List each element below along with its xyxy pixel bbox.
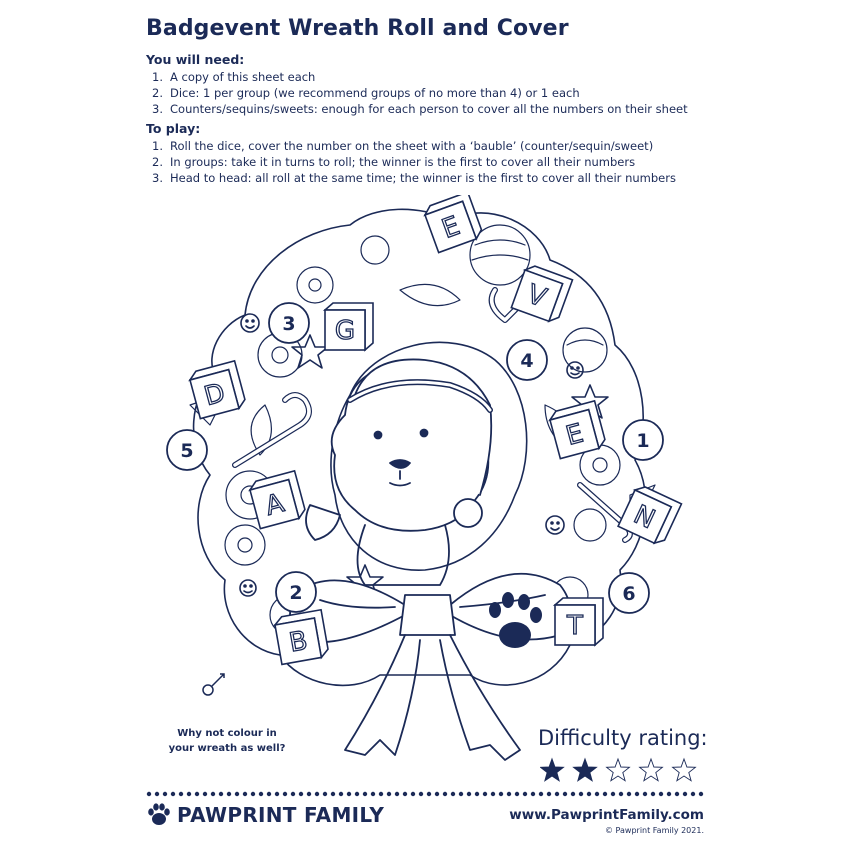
star-empty-icon: [671, 757, 697, 782]
number-circle: 1: [622, 419, 664, 461]
brand-logo: PAWPRINT FAMILY: [146, 803, 384, 827]
website-link[interactable]: www.PawprintFamily.com: [509, 807, 704, 823]
pen-icon: [202, 673, 225, 696]
smiley-icon: [240, 313, 260, 333]
circle-number: 2: [289, 582, 302, 604]
list-number: 2.: [152, 155, 163, 169]
list-item: 1. Roll the dice, cover the number on the…: [152, 138, 676, 154]
letter-block: E: [548, 399, 606, 460]
letter-block: V: [510, 265, 574, 323]
colour-in-note-line1: Why not colour in: [177, 728, 277, 739]
difficulty-label: Difficulty rating:: [538, 726, 708, 750]
letter-block: B: [273, 608, 329, 666]
difficulty-rating: [540, 757, 697, 782]
copyright-text: © Pawprint Family 2021.: [605, 826, 704, 835]
list-item: 3. Head to head: all roll at the same tim…: [152, 170, 676, 186]
page-title: Badgevent Wreath Roll and Cover: [146, 16, 569, 41]
brand-name: PAWPRINT FAMILY: [177, 803, 385, 827]
star-filled-icon: [540, 757, 565, 782]
list-text: Roll the dice, cover the number on the s…: [170, 139, 654, 153]
circle-number: 5: [180, 440, 193, 462]
colour-in-note: Why not colour in your wreath as well?: [162, 726, 292, 756]
list-item: 3. Counters/sequins/sweets: enough for ea…: [152, 101, 688, 117]
list-text: Head to head: all roll at the same time;…: [170, 171, 676, 185]
circle-number: 4: [520, 350, 533, 372]
letter-block: T: [552, 597, 604, 647]
list-text: Counters/sequins/sweets: enough for each…: [170, 102, 688, 116]
dotted-divider: [146, 791, 704, 797]
list-number: 2.: [152, 86, 163, 100]
letter-block: G: [322, 302, 374, 352]
circle-number: 6: [622, 583, 635, 605]
list-item: 1. A copy of this sheet each: [152, 69, 688, 85]
number-circle: 2: [275, 571, 317, 613]
number-circle: 4: [506, 339, 548, 381]
list-text: A copy of this sheet each: [170, 70, 316, 84]
paw-icon: [148, 803, 170, 825]
to-play-list: 1. Roll the dice, cover the number on the…: [152, 138, 676, 186]
list-text: In groups: take it in turns to roll; the…: [170, 155, 636, 169]
number-circle: 3: [268, 302, 310, 344]
list-text: Dice: 1 per group (we recommend groups o…: [170, 86, 580, 100]
list-item: 2. In groups: take it in turns to roll; t…: [152, 154, 676, 170]
you-will-need-heading: You will need:: [146, 52, 245, 67]
block-letter: G: [335, 316, 355, 346]
letter-block: N: [617, 486, 683, 545]
you-will-need-list: 1. A copy of this sheet each 2. Dice: 1 pe…: [152, 69, 688, 117]
letter-block: D: [188, 359, 246, 420]
star-empty-icon: [605, 757, 631, 782]
paw-icon: [489, 592, 542, 648]
star-empty-icon: [638, 757, 664, 782]
letter-block: A: [248, 469, 306, 530]
number-circle: 5: [166, 429, 208, 471]
block-letter: T: [566, 611, 583, 641]
smiley-icon: [545, 515, 565, 535]
colour-in-note-line2: your wreath as well?: [168, 743, 286, 754]
smiley-icon: [239, 579, 257, 597]
to-play-heading: To play:: [146, 121, 201, 136]
list-item: 2. Dice: 1 per group (we recommend groups…: [152, 85, 688, 101]
list-number: 1.: [152, 70, 163, 84]
number-circles: 5 3 4 1 2 6: [166, 302, 664, 614]
list-number: 3.: [152, 171, 163, 185]
circle-number: 1: [636, 430, 649, 452]
list-number: 1.: [152, 139, 163, 153]
smiley-icon: [566, 361, 584, 379]
circle-number: 3: [282, 313, 295, 335]
wreath-inner-outline: [330, 341, 528, 571]
letter-block: E: [423, 195, 483, 254]
star-icon: [291, 334, 329, 369]
dog-illustration: [305, 358, 493, 586]
list-number: 3.: [152, 102, 163, 116]
number-circle: 6: [608, 572, 650, 614]
block-letter: B: [287, 626, 310, 659]
star-filled-icon: [572, 757, 598, 782]
